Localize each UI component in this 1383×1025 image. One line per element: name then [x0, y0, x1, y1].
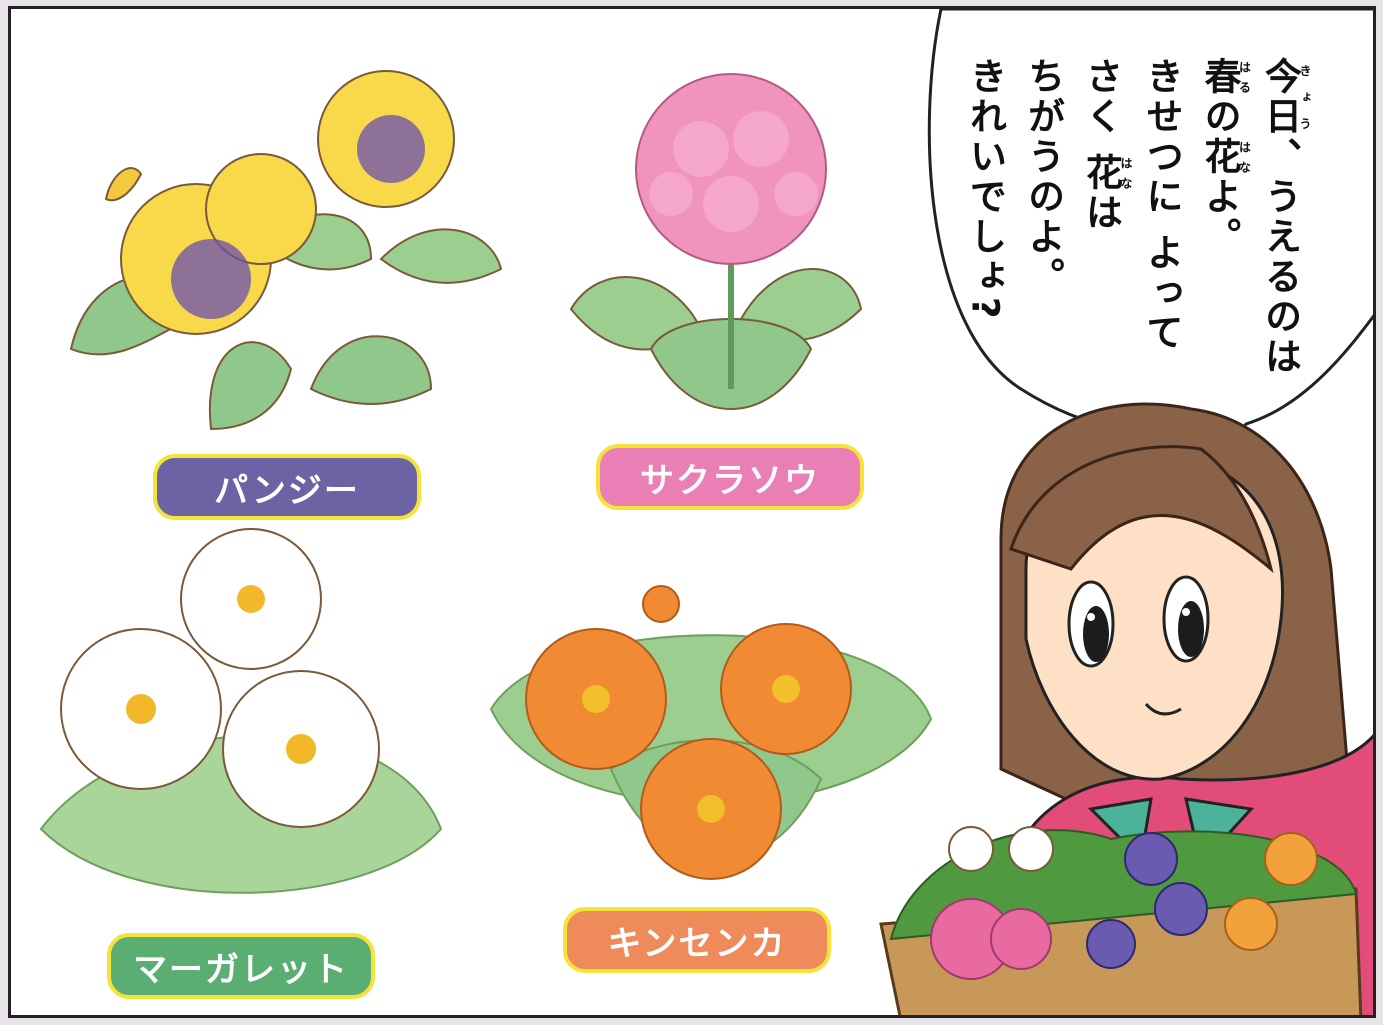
- pansy-label-text: パンジー: [214, 470, 360, 511]
- speech-line-5: ちがうのよ。: [1021, 57, 1065, 297]
- pansy-illustration: [69, 70, 503, 431]
- manga-panel: パンジー サクラソウ マーガレット キンセンカ 今日きょう、うえるのは 春はるの…: [8, 6, 1376, 1018]
- marguerite-label-text: マーガレット: [133, 949, 349, 990]
- marguerite-illustration: [39, 528, 443, 894]
- pansy-label: パンジー: [153, 454, 421, 520]
- calendula-label: キンセンカ: [563, 907, 831, 973]
- speech-line-4: さく 花はなは: [1079, 57, 1134, 233]
- marguerite-label: マーガレット: [107, 933, 375, 999]
- speech-line-6: きれいでしょ?: [963, 57, 1007, 322]
- girl-character: [879, 402, 1373, 1015]
- primrose-label-text: サクラソウ: [640, 460, 820, 501]
- calendula-label-text: キンセンカ: [607, 923, 787, 964]
- primrose-label: サクラソウ: [596, 444, 864, 510]
- speech-line-3: きせつに よって: [1140, 57, 1183, 353]
- calendula-illustration: [489, 585, 933, 880]
- speech-text: 今日きょう、うえるのは 春はるの花はなよ。 きせつに よって さく 花はなは ち…: [956, 57, 1313, 377]
- primrose-illustration: [569, 73, 863, 410]
- speech-line-2: 春はるの花はなよ。: [1198, 57, 1252, 257]
- speech-line-1: 今日きょう、うえるのは: [1258, 57, 1313, 377]
- panel-artwork: [39, 9, 1373, 1015]
